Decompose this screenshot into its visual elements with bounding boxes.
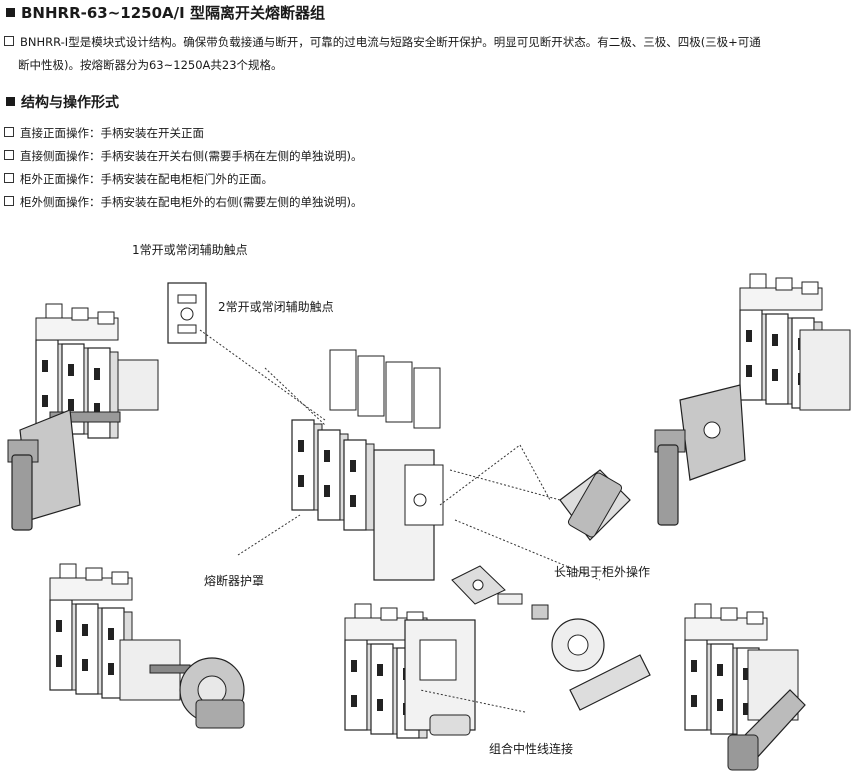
intro-paragraph: BNHRR-I型是模块式设计结构。确保带负载接通与断开，可靠的过电流与短路安全断…: [4, 31, 761, 77]
checkbox-icon: [4, 150, 14, 160]
operation-item: 柜外正面操作：手柄安装在配电柜柜门外的正面。: [4, 168, 362, 191]
operation-list: 直接正面操作：手柄安装在开关正面 直接侧面操作：手柄安装在开关右侧(需要手柄在左…: [4, 122, 362, 214]
operation-item: 直接正面操作：手柄安装在开关正面: [4, 122, 362, 145]
checkbox-icon: [4, 173, 14, 183]
checkbox-icon: [4, 196, 14, 206]
operation-item: 直接侧面操作：手柄安装在开关右侧(需要手柄在左侧的单独说明)。: [4, 145, 362, 168]
section-title: 结构与操作形式: [6, 92, 119, 112]
switch-assembly-cabinet-front: [50, 564, 245, 729]
door-handle-ring: [551, 618, 651, 711]
fuse-switch-main-body: [291, 349, 444, 581]
checkbox-icon: [4, 127, 14, 137]
callout-aux-contact-2: 2常开或常闭辅助触点: [218, 300, 334, 314]
switch-assembly-direct-side: [654, 274, 851, 526]
callout-long-shaft: 长轴用于柜外操作: [554, 565, 651, 579]
intro-line-2: 断中性极)。按熔断器分为63~1250A共23个规格。: [18, 58, 283, 72]
callout-fuse-cover: 熔断器护罩: [204, 574, 265, 588]
leader-lines: [199, 329, 601, 713]
callout-neutral-connection: 组合中性线连接: [489, 742, 574, 756]
square-bullet-icon: [6, 97, 15, 106]
page-title: BNHRR-63~1250A/I 型隔离开关熔断器组: [6, 2, 325, 23]
square-bullet-icon: [6, 8, 15, 17]
auxiliary-contact-block: [167, 282, 207, 344]
title-text: BNHRR-63~1250A/I 型隔离开关熔断器组: [21, 4, 325, 22]
intro-line-1: BNHRR-I型是模块式设计结构。确保带负载接通与断开，可靠的过电流与短路安全断…: [4, 31, 761, 54]
mounting-plate: [451, 565, 506, 605]
shaft-coupler: [531, 604, 549, 620]
switch-assembly-cabinet-side: [685, 604, 806, 771]
switch-assembly-neutral: [345, 604, 476, 738]
switch-assembly-direct-front: [7, 304, 159, 531]
callout-aux-contact-1: 1常开或常闭辅助触点: [132, 243, 248, 257]
coupling-block: [497, 593, 523, 605]
checkbox-icon: [4, 36, 14, 46]
long-shaft-handle: [559, 469, 631, 541]
operation-item: 柜外侧面操作：手柄安装在配电柜外的右侧(需要左侧的单独说明)。: [4, 191, 362, 214]
